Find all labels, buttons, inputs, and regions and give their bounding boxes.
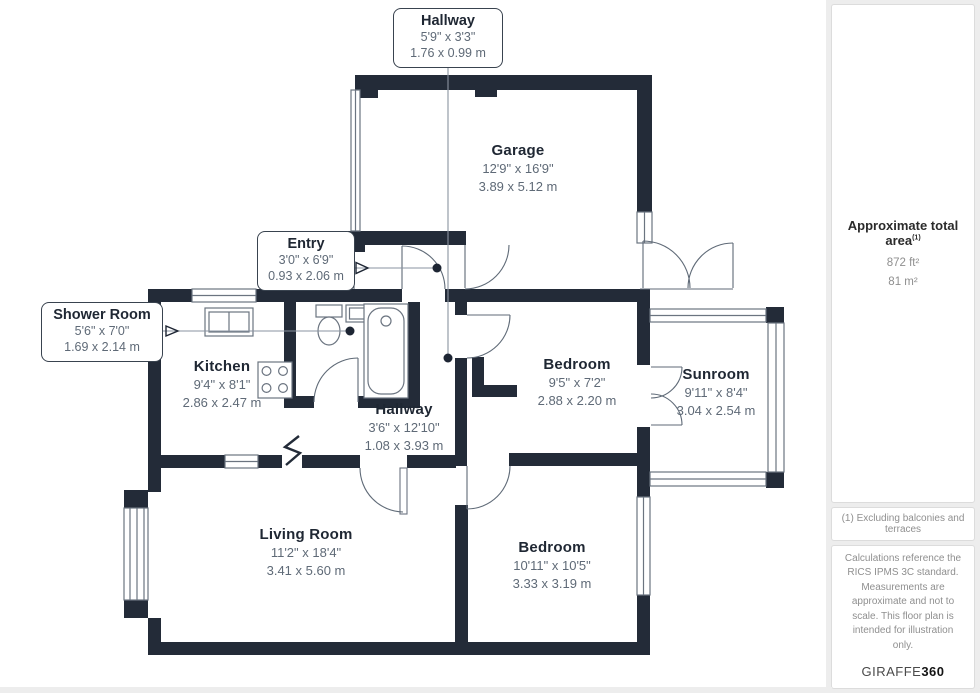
total-area-metric: 81 m²: [888, 276, 918, 289]
kitchen-sink-icon: [204, 307, 254, 337]
leader-lines: [162, 64, 453, 363]
callout-shower-room-imperial: 5'6" x 7'0": [74, 324, 130, 338]
window-garage-right: [636, 211, 653, 244]
total-area-imperial: 872 ft²: [886, 257, 920, 270]
brand-suffix: 360: [921, 664, 945, 680]
leader-arrow-shower: [165, 324, 180, 338]
callout-hallway-imperial: 5'9" x 3'3": [420, 30, 476, 44]
footnote-card: (1) Excluding balconies and terraces: [831, 506, 975, 541]
callout-shower-room-metric: 1.69 x 2.14 m: [64, 340, 140, 355]
doors: [313, 240, 734, 515]
opening-zigzag: [282, 435, 303, 466]
window-kitchen-top: [191, 288, 257, 303]
bay-window: [123, 507, 149, 601]
window-interior-slit: [224, 454, 259, 469]
callout-shower-room: Shower Room 5'6" x 7'0" 1.69 x 2.14 m: [41, 302, 163, 362]
info-sidebar: Approximate total area(1) 872 ft² 81 m² …: [826, 0, 980, 693]
toilet-icon: [315, 304, 343, 346]
total-area-label: Approximate total area(1): [832, 218, 974, 248]
callout-hallway-name: Hallway: [421, 13, 475, 29]
callout-hallway-metric: 1.76 x 0.99 m: [410, 46, 486, 61]
disclaimer-text: Calculations reference the RICS IPMS 3C …: [844, 552, 962, 651]
total-area-label-text: Approximate total area: [847, 218, 959, 249]
disclaimer-card: Calculations reference the RICS IPMS 3C …: [831, 544, 975, 689]
leader-dot-hallway: [443, 353, 453, 363]
giraffe360-logo: GIRAFFE360: [861, 663, 944, 682]
callout-entry-metric: 0.93 x 2.06 m: [268, 269, 344, 284]
fixtures: [204, 303, 409, 466]
callout-shower-room-name: Shower Room: [53, 307, 151, 323]
brand-name: GIRAFFE: [861, 664, 922, 680]
total-area-footnote-marker: (1): [912, 235, 921, 242]
callout-hallway: Hallway 5'9" x 3'3" 1.76 x 0.99 m: [393, 8, 503, 68]
sunroom-glazing: [649, 308, 785, 487]
total-area-card: Approximate total area(1) 872 ft² 81 m²: [831, 4, 975, 503]
callout-entry-name: Entry: [287, 236, 325, 252]
callout-entry-imperial: 3'0" x 6'9": [278, 253, 334, 267]
leader-dot-entry: [432, 263, 442, 273]
footnote-text: (1) Excluding balconies and terraces: [841, 512, 965, 535]
leader-dot-shower: [345, 326, 355, 336]
bathtub-icon: [363, 303, 409, 399]
floorplan-drawing: [123, 64, 785, 655]
page-edge: [0, 687, 832, 693]
leader-arrow-entry: [355, 261, 370, 275]
walls: [124, 75, 784, 655]
windows: [123, 89, 785, 601]
window-bedroom2-right: [636, 496, 651, 596]
callout-entry: Entry 3'0" x 6'9" 0.93 x 2.06 m: [257, 231, 355, 291]
stove-icon: [257, 361, 293, 399]
garage-door: [350, 89, 361, 232]
